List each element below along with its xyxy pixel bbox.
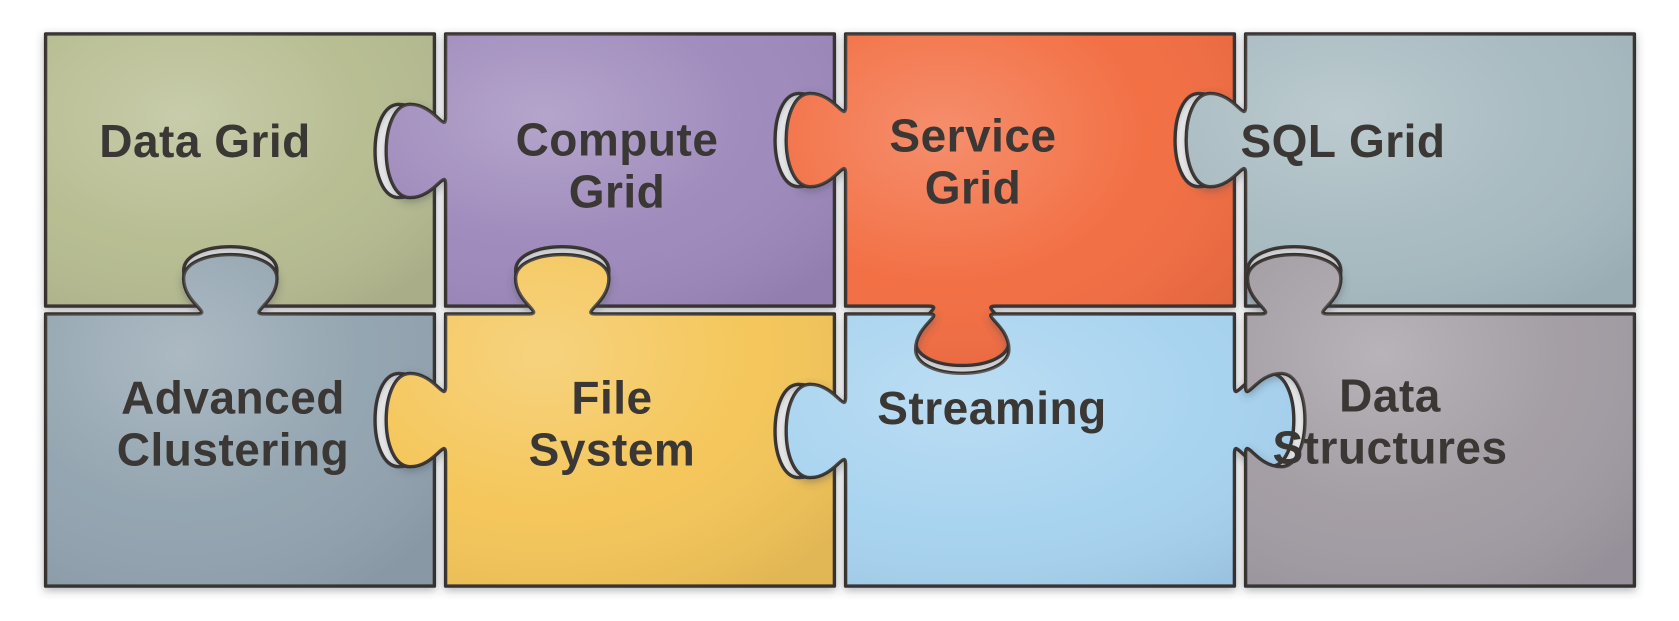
puzzle-piece-file-system bbox=[384, 252, 837, 588]
puzzle-piece-watercolor-wash bbox=[386, 33, 835, 307]
puzzle-piece-watercolor-wash bbox=[1186, 33, 1635, 307]
puzzle-piece-compute-grid bbox=[384, 32, 837, 308]
puzzle-piece-data-structures bbox=[1243, 252, 1637, 588]
puzzle-piece-advanced-clustering bbox=[43, 252, 437, 588]
puzzle-piece-watercolor-wash bbox=[45, 254, 435, 587]
puzzle-piece-watercolor-wash bbox=[386, 254, 835, 587]
puzzle-piece-service-grid bbox=[784, 32, 1237, 368]
puzzle-piece-watercolor-wash bbox=[1245, 254, 1635, 587]
puzzle-piece-watercolor-wash bbox=[786, 33, 1235, 366]
puzzle-piece-watercolor-wash bbox=[786, 313, 1294, 587]
puzzle-piece-sql-grid bbox=[1184, 32, 1637, 308]
puzzle-piece-streaming bbox=[784, 312, 1296, 588]
puzzle-piece-watercolor-wash bbox=[45, 33, 435, 307]
puzzle-piece-data-grid bbox=[43, 32, 437, 308]
